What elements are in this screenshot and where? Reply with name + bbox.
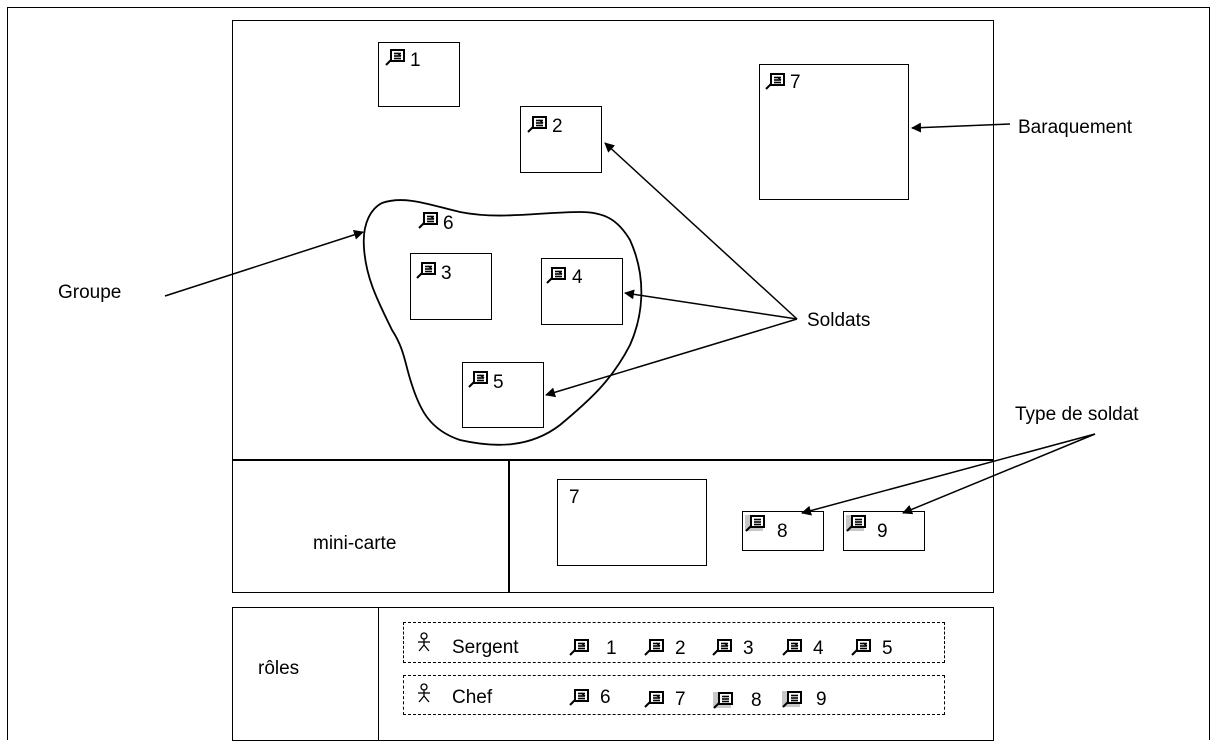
soldier-type-8[interactable] [742,511,824,551]
soldier-6-number: 6 [443,213,454,234]
selected-building-number: 7 [569,487,580,508]
label-groupe: Groupe [58,282,122,303]
role-label-sergent: Sergent [452,637,519,658]
soldier-4-number: 4 [572,267,583,288]
role-row-sergent [403,622,945,663]
role-unit-number: 4 [813,638,824,659]
soldier-type-9-number: 9 [877,521,888,542]
role-unit-number: 2 [675,638,686,659]
role-unit-number: 9 [816,689,827,710]
barracks-building[interactable] [759,64,909,200]
soldier-type-8-number: 8 [777,521,788,542]
role-unit-number: 6 [600,687,611,708]
role-unit-number: 8 [751,690,762,711]
role-unit-number: 5 [882,638,893,659]
role-label-chef: Chef [452,687,493,708]
roles-panel [232,607,994,741]
soldier-1-number: 1 [410,50,421,71]
role-row-chef [403,675,945,715]
label-soldats: Soldats [807,310,871,331]
label-baraquement: Baraquement [1018,117,1133,138]
page-frame [7,7,1210,740]
role-unit-number: 3 [743,638,754,659]
soldier-unit-1[interactable] [378,42,460,107]
barracks-number: 7 [790,72,801,93]
soldier-2-number: 2 [552,116,563,137]
role-unit-number: 7 [675,689,686,710]
label-type-de-soldat: Type de soldat [1015,404,1139,425]
roles-panel-divider [378,607,380,741]
selection-panel [508,459,994,593]
soldier-3-number: 3 [441,263,452,284]
roles-label: rôles [258,658,300,679]
mini-map-panel[interactable] [232,459,510,593]
soldier-unit-2[interactable] [520,106,602,173]
soldier-5-number: 5 [493,372,504,393]
role-unit-number: 1 [606,638,617,659]
mini-map-label: mini-carte [313,533,397,554]
selected-building[interactable] [557,479,707,566]
